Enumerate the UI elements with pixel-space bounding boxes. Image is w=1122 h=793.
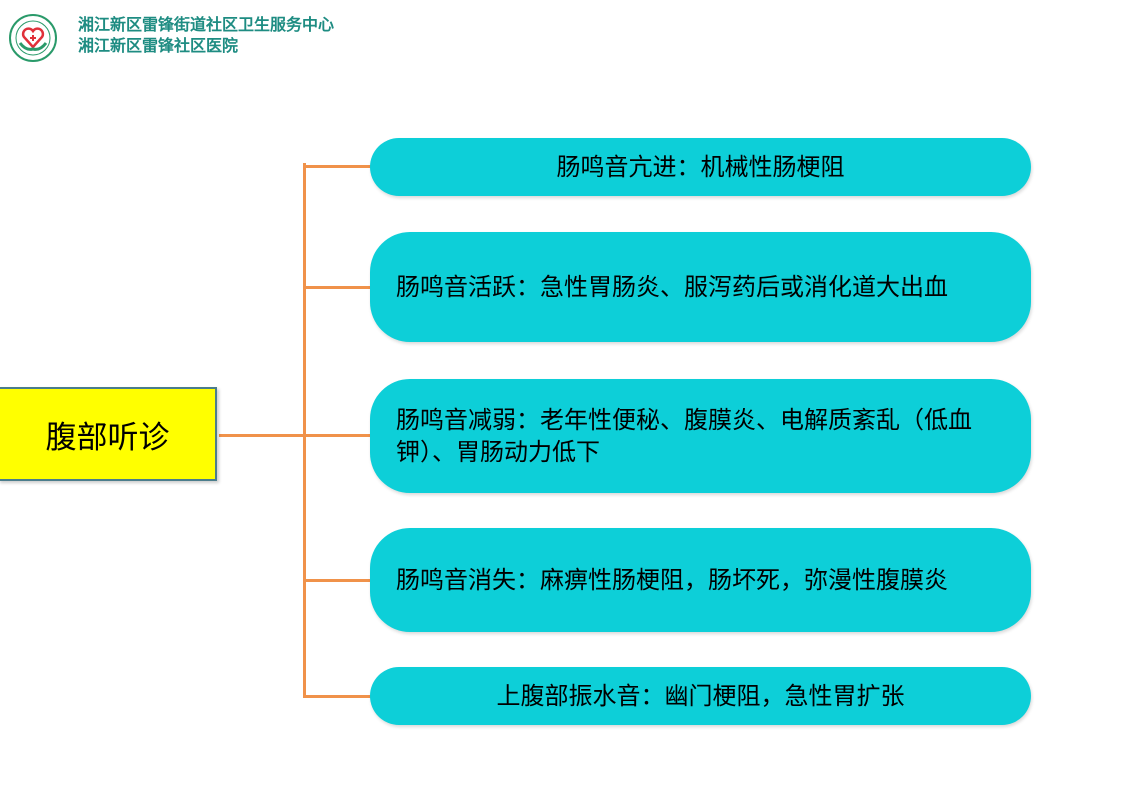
connector-branch [304, 165, 372, 168]
connector-trunk [303, 163, 306, 698]
header-line-1: 湘江新区雷锋街道社区卫生服务中心 [78, 15, 335, 34]
branch-node: 肠鸣音活跃：急性胃肠炎、服泻药后或消化道大出血 [370, 232, 1031, 342]
branch-node: 肠鸣音亢进：机械性肠梗阻 [370, 138, 1031, 196]
branch-node: 肠鸣音减弱：老年性便秘、腹膜炎、电解质紊乱（低血钾）、胃肠动力低下 [370, 379, 1031, 493]
header-line-2: 湘江新区雷锋社区医院 [78, 36, 239, 55]
connector-branch [304, 695, 372, 698]
root-node: 腹部听诊 [0, 387, 217, 481]
heart-hands-emblem-icon [9, 14, 57, 62]
branch-node: 肠鸣音消失：麻痹性肠梗阻，肠坏死，弥漫性腹膜炎 [370, 528, 1031, 632]
branch-node: 上腹部振水音：幽门梗阻，急性胃扩张 [370, 667, 1031, 725]
connector-branch [304, 579, 372, 582]
connector-root [219, 434, 305, 437]
connector-branch [304, 286, 372, 289]
header: 湘江新区雷锋街道社区卫生服务中心 湘江新区雷锋社区医院 [78, 14, 334, 56]
connector-branch [304, 434, 372, 437]
